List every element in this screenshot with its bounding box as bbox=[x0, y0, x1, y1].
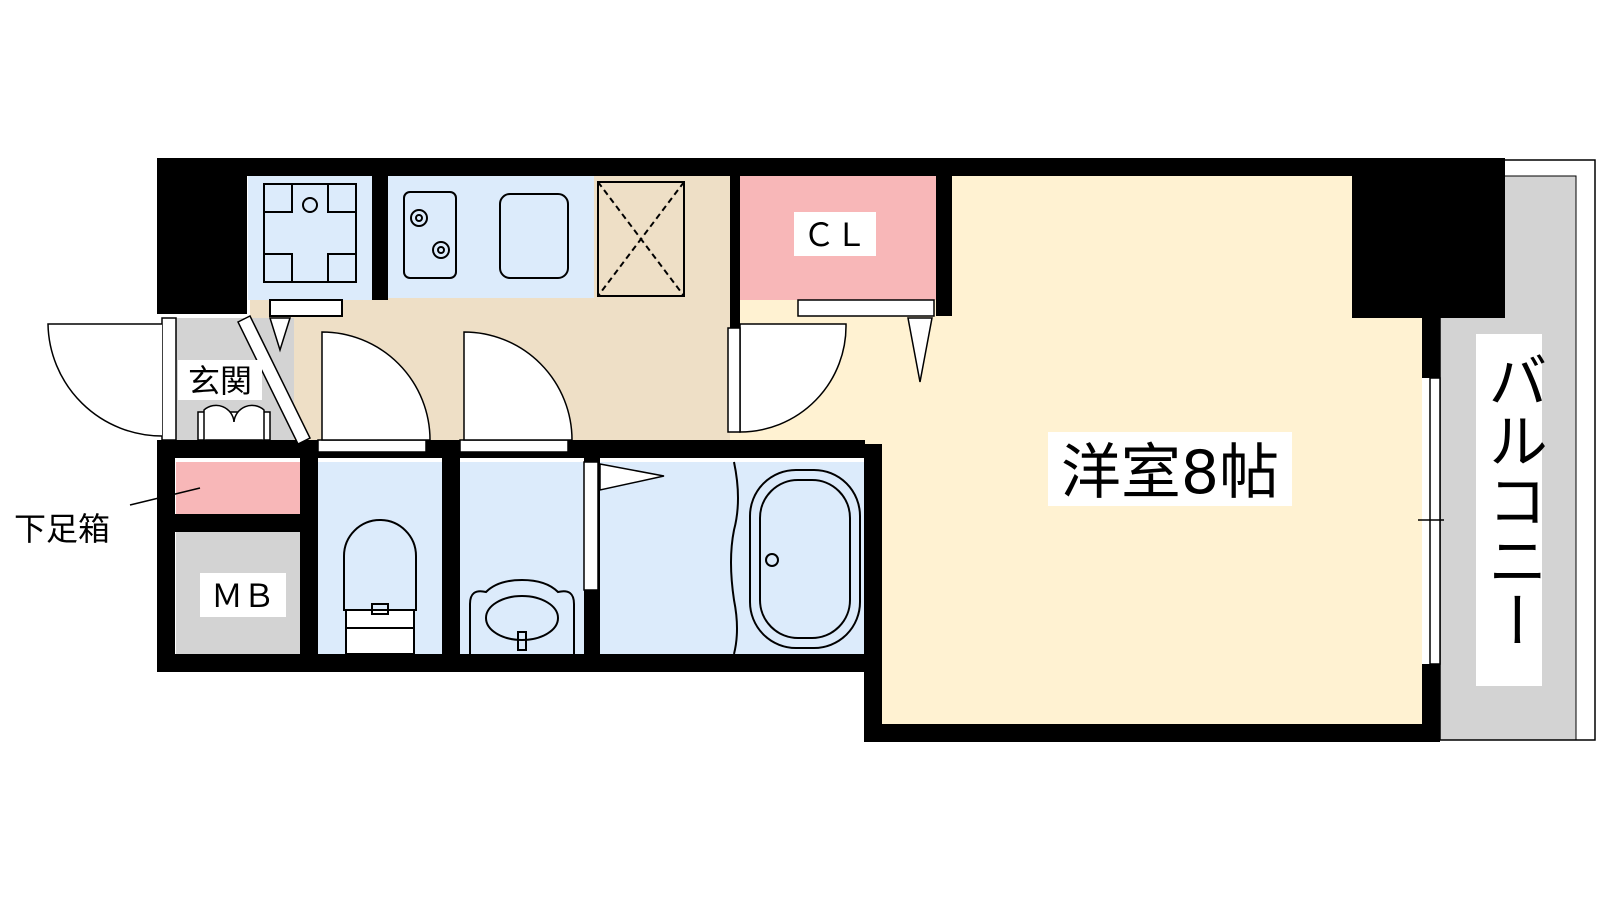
bath-divider bbox=[730, 461, 739, 655]
bathtub-icon bbox=[749, 469, 861, 649]
entrance-inner-door bbox=[236, 314, 312, 446]
stove-icon bbox=[403, 191, 457, 279]
washing-machine-space bbox=[597, 181, 685, 297]
western-room-door-jamb bbox=[727, 327, 741, 433]
closet-door-marker bbox=[907, 317, 933, 383]
fridge-marker bbox=[268, 317, 292, 353]
washroom-door-swing bbox=[463, 331, 573, 441]
washroom-floor bbox=[460, 462, 584, 654]
closet-door-rail bbox=[797, 299, 935, 317]
fridge-icon bbox=[263, 183, 357, 317]
entrance-label-bg bbox=[178, 360, 262, 400]
western-room-label: 洋室8帖 bbox=[1061, 438, 1279, 508]
bathroom-door-marker bbox=[599, 463, 665, 491]
toilet-door-swing bbox=[321, 331, 431, 441]
meter-box-label-bg bbox=[200, 573, 286, 617]
balcony-label: バルコニー bbox=[1477, 350, 1547, 650]
shoe-box-doors bbox=[197, 404, 271, 441]
shoe-box-leader bbox=[129, 487, 201, 506]
wash-basin-icon bbox=[469, 578, 575, 654]
balcony-label-bg bbox=[1476, 334, 1542, 686]
western-room-door-swing bbox=[739, 323, 847, 433]
toilet-icon bbox=[343, 519, 417, 655]
front-door-swing bbox=[47, 323, 163, 437]
shoe-box-area bbox=[176, 462, 300, 514]
entrance-door-gap bbox=[161, 317, 177, 441]
shoe-box-label: 下足箱 bbox=[14, 510, 110, 548]
meter-box-label: ＭＢ bbox=[211, 577, 275, 615]
western-room-label-bg bbox=[1048, 432, 1292, 506]
balcony-window bbox=[1418, 377, 1444, 665]
entrance-label: 玄関 bbox=[188, 362, 252, 400]
closet-label: ＣＬ bbox=[803, 216, 867, 254]
kitchen-sink-icon bbox=[499, 193, 569, 279]
door-openings bbox=[317, 439, 569, 453]
closet-label-bg bbox=[794, 212, 876, 256]
bathroom-door-jamb bbox=[583, 461, 599, 591]
